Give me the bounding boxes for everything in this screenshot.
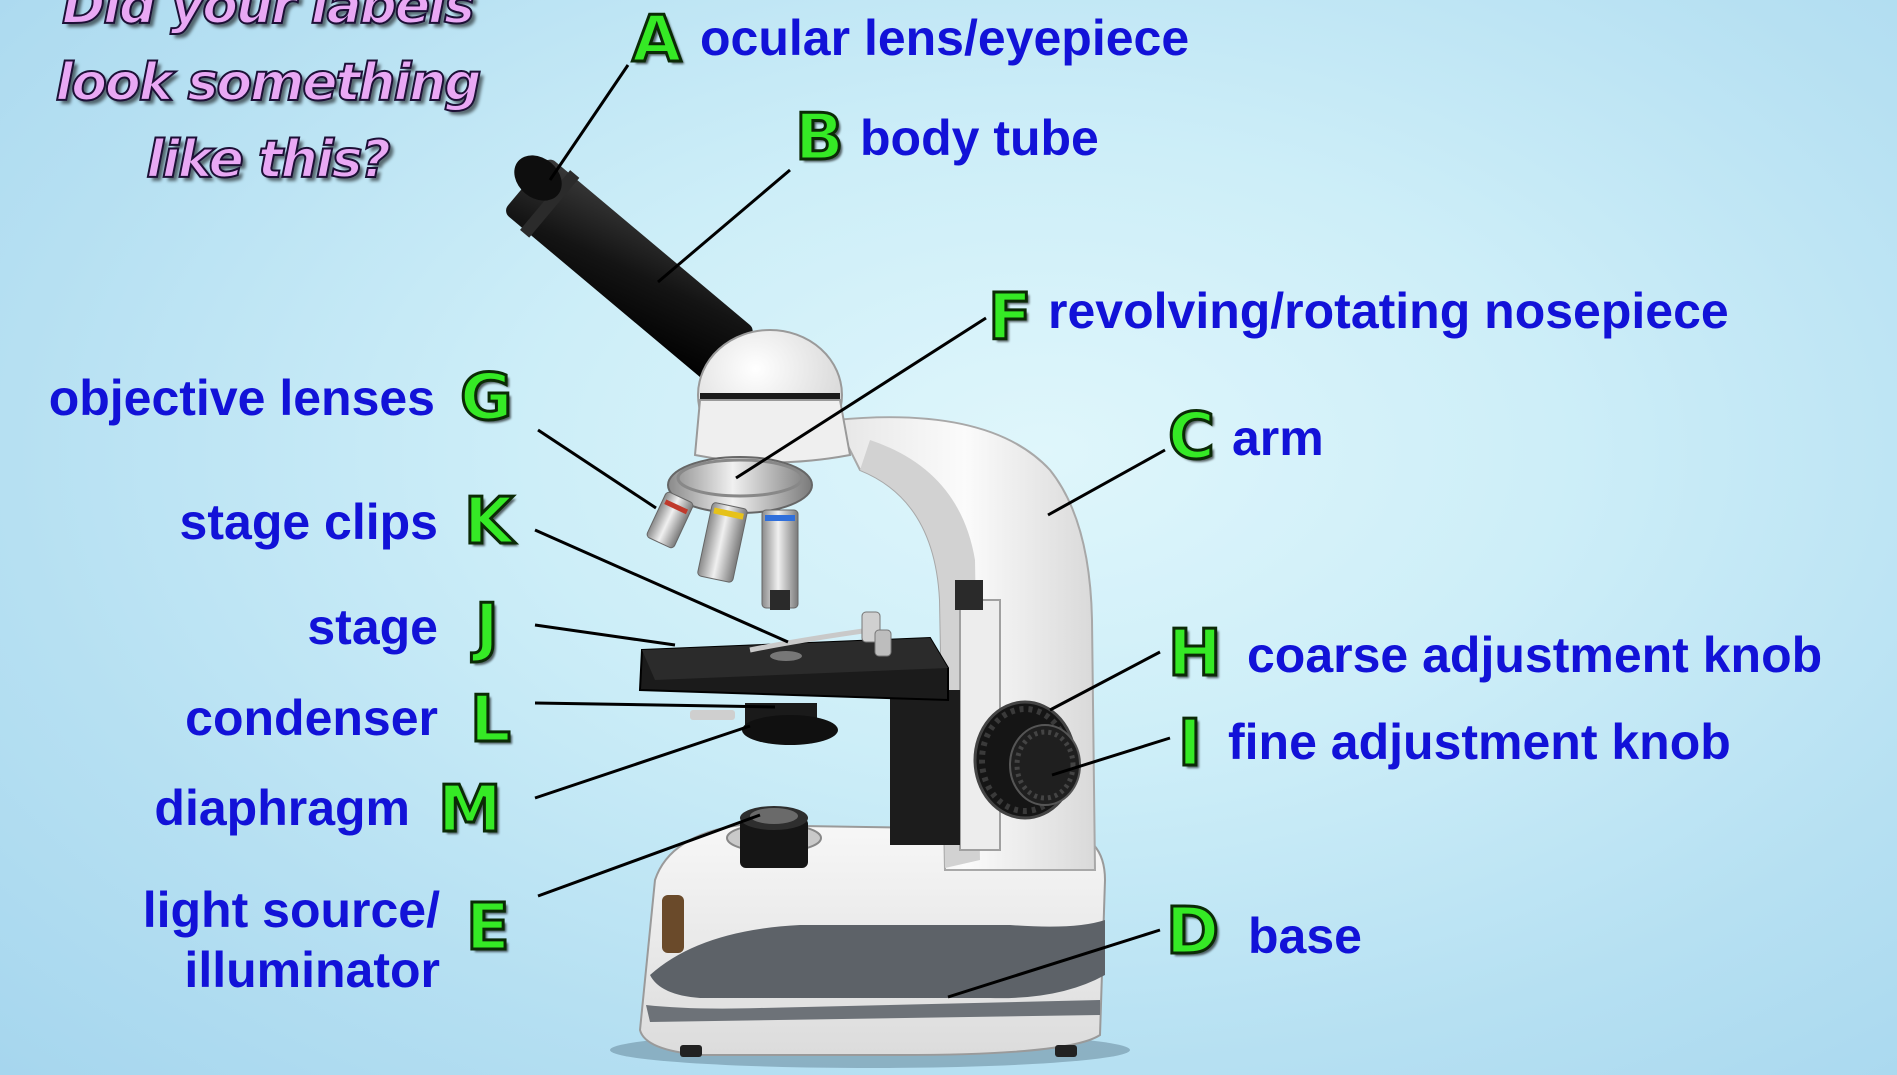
label-objective-lenses: objective lenses bbox=[0, 368, 435, 428]
letter-i: I bbox=[1178, 712, 1202, 776]
leader-line-i bbox=[1052, 738, 1170, 775]
leader-line-f bbox=[736, 318, 986, 478]
letter-l: L bbox=[470, 688, 511, 752]
page-heading: Did your labels look something like this… bbox=[20, 0, 515, 199]
leader-line-a bbox=[550, 65, 628, 180]
label-arm: arm bbox=[1232, 408, 1324, 468]
leader-line-h bbox=[1050, 652, 1160, 710]
leader-line-b bbox=[658, 170, 790, 282]
leader-line-l bbox=[535, 703, 775, 707]
letter-a: A bbox=[632, 8, 682, 72]
label-diaphragm: diaphragm bbox=[0, 778, 410, 838]
label-body-tube: body tube bbox=[860, 108, 1099, 168]
letter-k: K bbox=[464, 490, 514, 554]
letter-c: C bbox=[1168, 405, 1215, 469]
letter-m: M bbox=[438, 778, 502, 842]
label-revolving-nosepiece: revolving/rotating nosepiece bbox=[1048, 281, 1729, 341]
label-illuminator: illuminator bbox=[0, 940, 440, 1000]
leader-line-k bbox=[535, 530, 788, 642]
label-fine-adjustment-knob: fine adjustment knob bbox=[1228, 712, 1731, 772]
letter-j: J bbox=[475, 596, 499, 660]
letter-e: E bbox=[466, 896, 510, 960]
letter-g: G bbox=[460, 366, 513, 430]
letter-h: H bbox=[1168, 622, 1222, 686]
heading-line-1: Did your labels bbox=[20, 0, 515, 45]
label-stage: stage bbox=[0, 597, 438, 657]
heading-line-3: like this? bbox=[20, 122, 515, 199]
letter-f: F bbox=[988, 286, 1032, 350]
leader-line-d bbox=[948, 930, 1160, 997]
leader-line-c bbox=[1048, 450, 1165, 515]
label-stage-clips: stage clips bbox=[0, 492, 438, 552]
leader-line-e bbox=[538, 815, 760, 896]
leader-line-j bbox=[535, 625, 675, 645]
heading-line-2: look something bbox=[20, 45, 515, 122]
leader-line-g bbox=[538, 430, 656, 508]
letter-b: B bbox=[795, 106, 844, 170]
label-condenser: condenser bbox=[0, 688, 438, 748]
label-coarse-adjustment-knob: coarse adjustment knob bbox=[1247, 625, 1822, 685]
letter-d: D bbox=[1166, 900, 1219, 964]
label-base: base bbox=[1248, 906, 1362, 966]
label-light-source: light source/ bbox=[0, 880, 440, 940]
leader-line-m bbox=[535, 726, 750, 798]
label-ocular-lens: ocular lens/eyepiece bbox=[700, 8, 1189, 68]
